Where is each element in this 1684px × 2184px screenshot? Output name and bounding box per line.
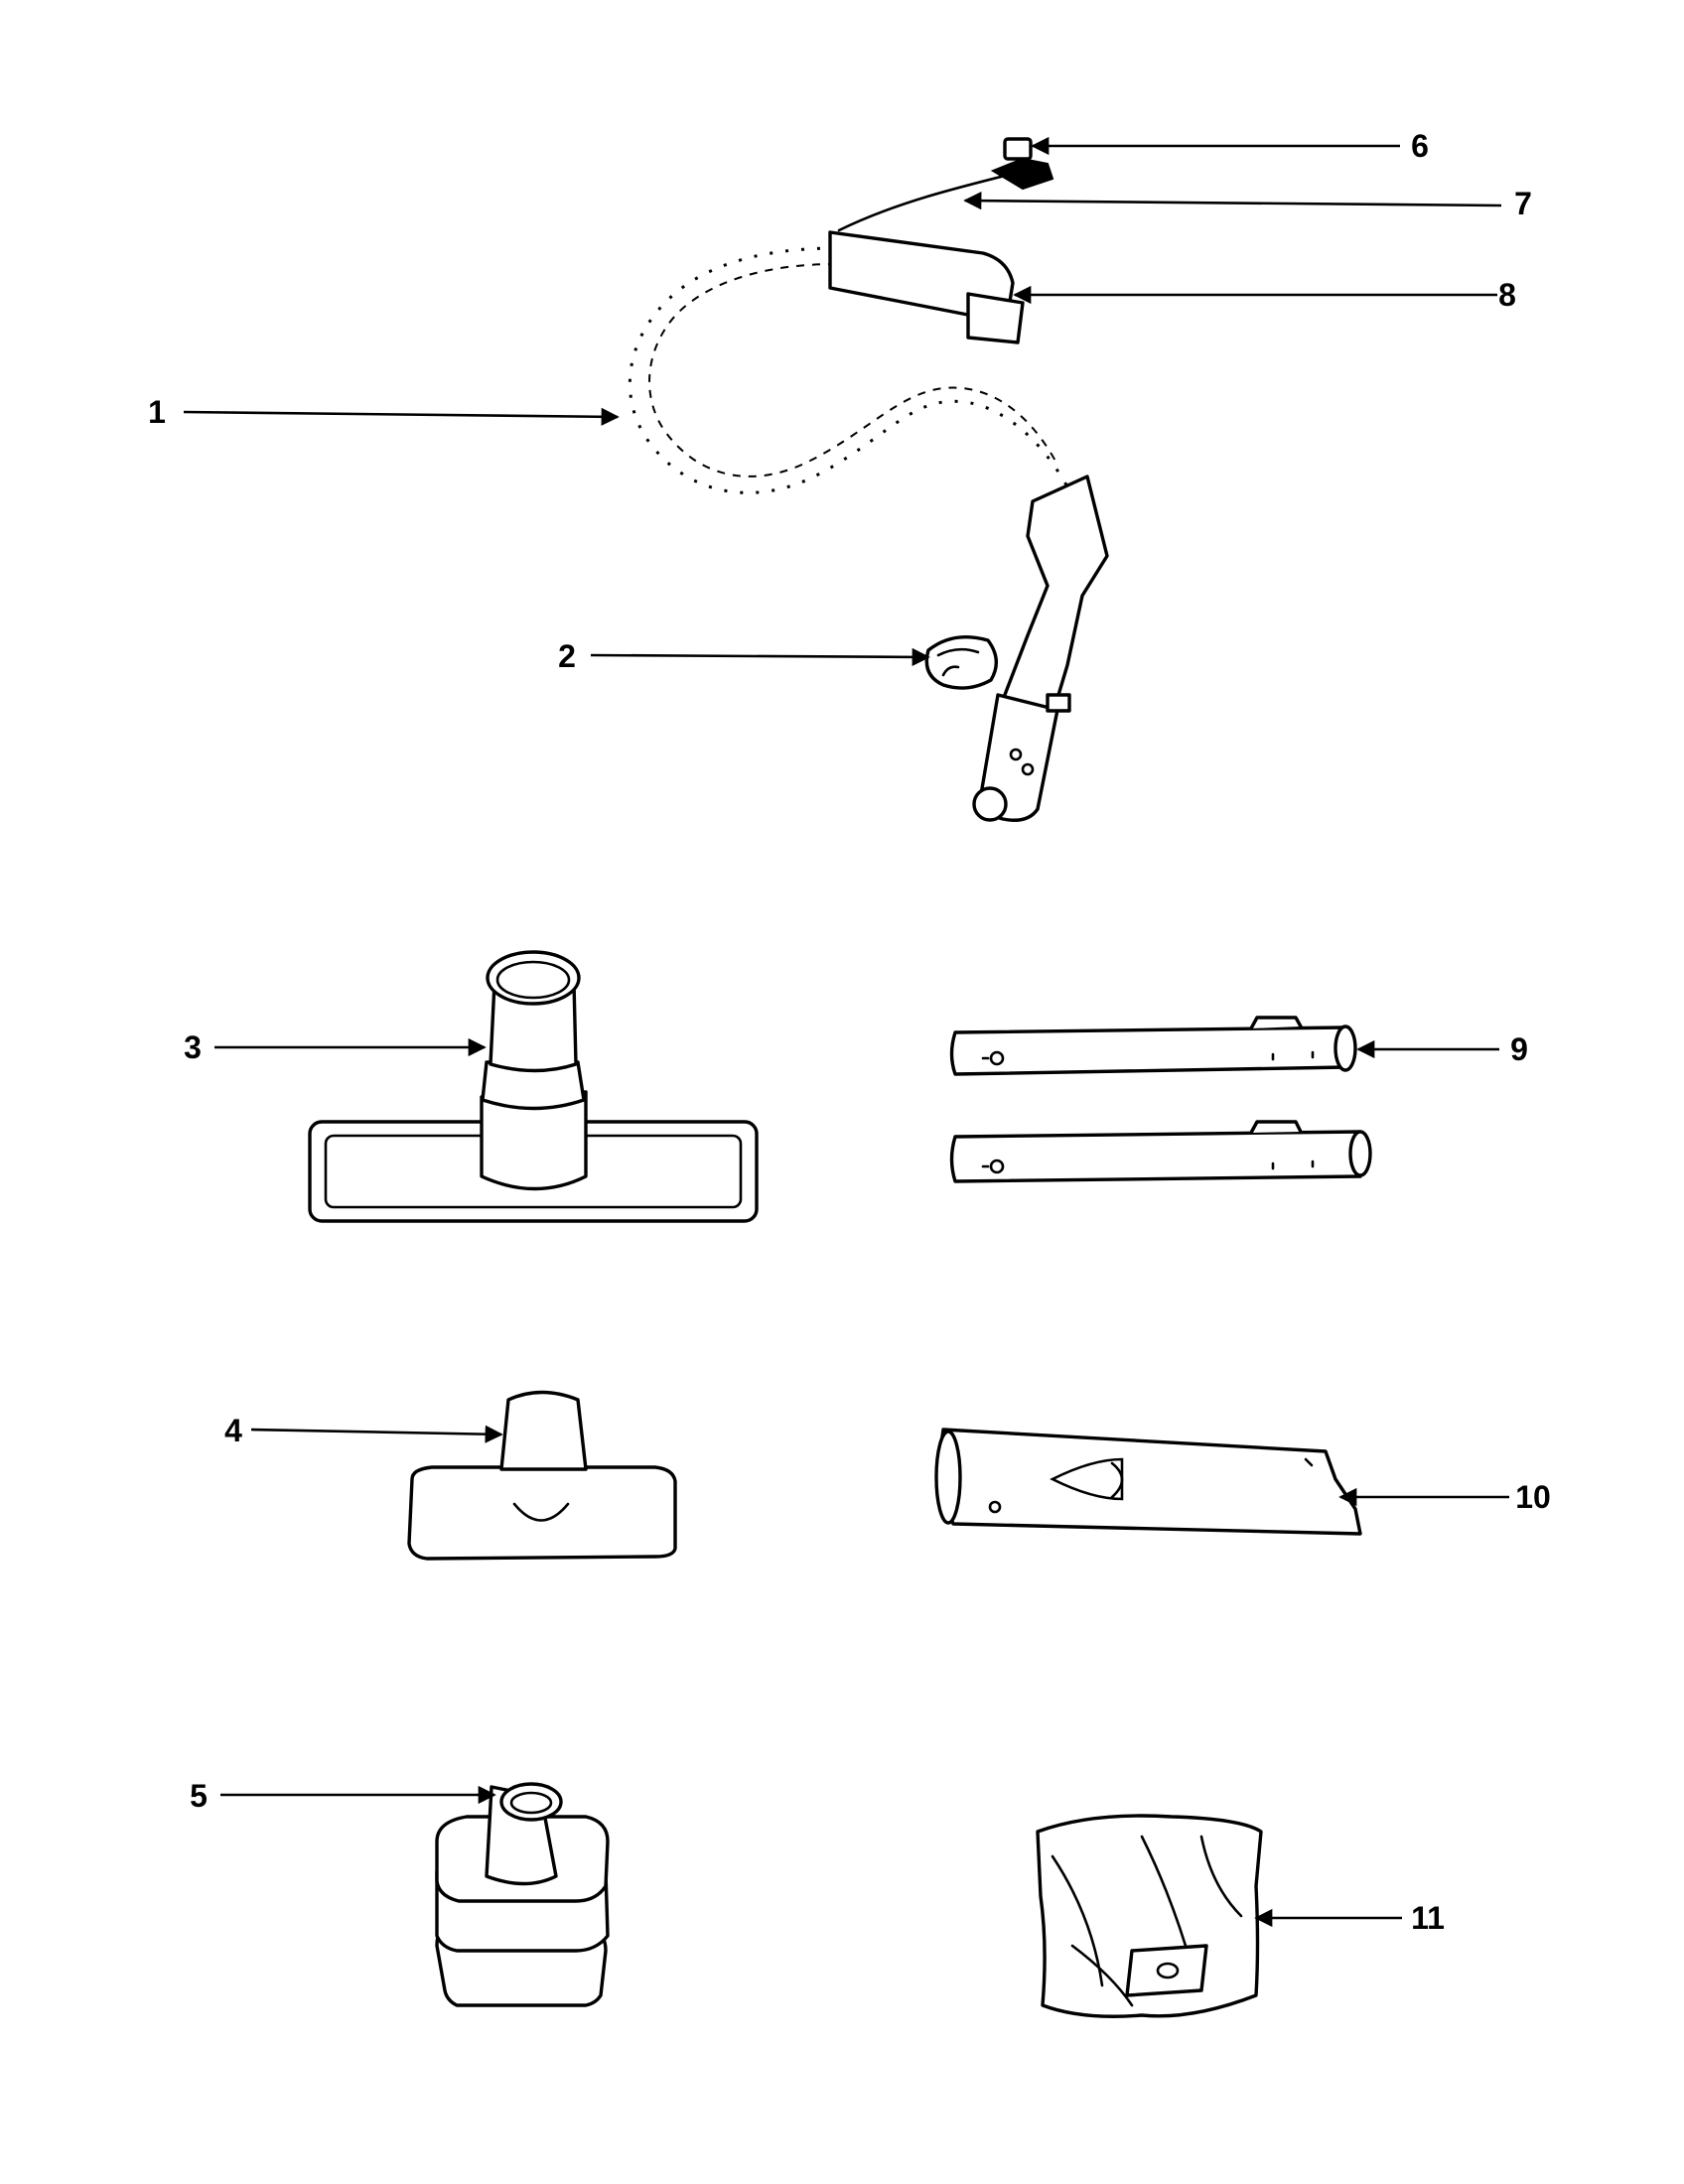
hose-part <box>610 137 1109 822</box>
callout-3: 3 <box>184 1029 202 1065</box>
callout-4: 4 <box>224 1413 242 1448</box>
crevice-tool-part <box>934 1428 1362 1536</box>
wand-part <box>949 1016 1372 1183</box>
dusting-brush-part <box>435 1782 610 2007</box>
leader-2 <box>590 647 930 667</box>
bag-part <box>1036 1814 1263 2018</box>
callout-2: 2 <box>558 638 576 674</box>
leader-7 <box>963 192 1502 210</box>
callout-11: 11 <box>1411 1900 1445 1936</box>
callout-1: 1 <box>148 394 166 430</box>
callout-leaders <box>183 136 1509 1928</box>
floor-brush-part <box>308 950 759 1223</box>
upholstery-tool-part <box>407 1390 677 1561</box>
callout-9: 9 <box>1510 1031 1528 1067</box>
hose-clip-part <box>924 634 998 690</box>
callout-5: 5 <box>190 1778 208 1814</box>
callout-8: 8 <box>1498 277 1516 313</box>
callout-labels: 1 2 3 4 5 6 7 8 9 10 11 <box>148 128 1551 1936</box>
callout-7: 7 <box>1514 186 1532 221</box>
leader-4 <box>250 1425 503 1443</box>
callout-6: 6 <box>1411 128 1429 164</box>
leader-1 <box>183 407 620 426</box>
callout-10: 10 <box>1515 1479 1551 1515</box>
